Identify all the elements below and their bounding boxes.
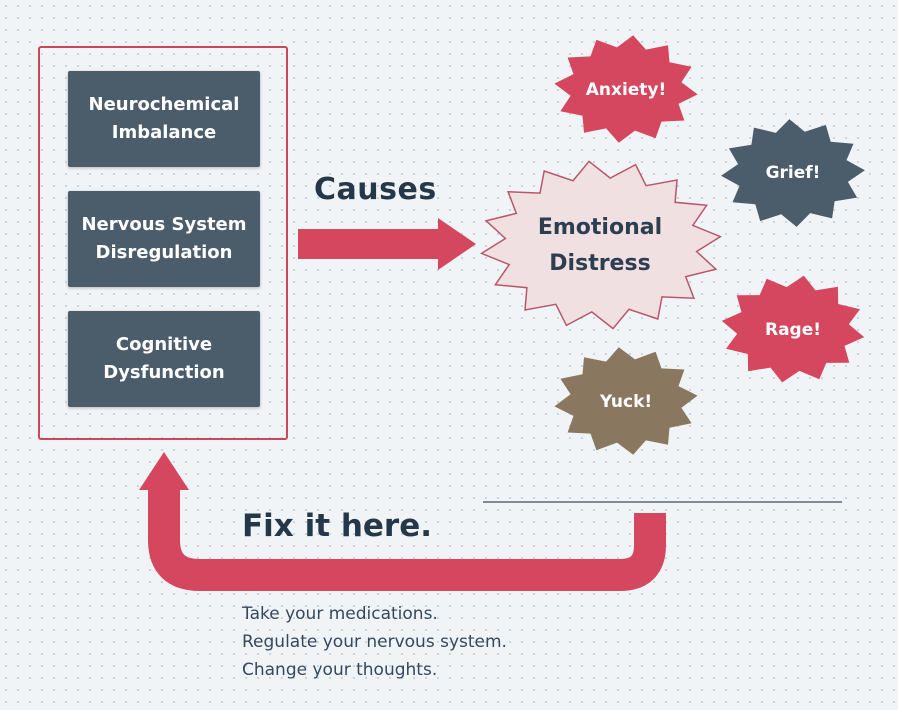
cause-line: Imbalance [111, 122, 217, 143]
cause-line: Nervous System [81, 214, 247, 235]
fix-steps-list: Take your medications. Regulate your ner… [242, 600, 507, 684]
fix-step: Take your medications. [242, 604, 438, 624]
distress-line: Distress [549, 251, 651, 276]
emotional-distress-label: Emotional Distress [520, 206, 680, 286]
anxiety-burst [554, 35, 698, 143]
rage-burst [721, 275, 865, 383]
cause-line: Disregulation [95, 242, 233, 263]
causes-arrow [298, 218, 476, 270]
grief-label: Grief! [765, 163, 821, 183]
cause-line: Neurochemical [88, 94, 240, 115]
fix-step: Regulate your nervous system. [242, 632, 507, 652]
rage-label: Rage! [764, 320, 821, 340]
anxiety-label: Anxiety! [585, 80, 667, 100]
fix-title: Fix it here. [242, 508, 433, 544]
yuck-burst [554, 347, 698, 455]
grief-burst [721, 119, 865, 227]
causes-frame [38, 46, 288, 440]
divider-line [483, 501, 842, 503]
fix-step: Change your thoughts. [242, 660, 438, 680]
yuck-label: Yuck! [599, 392, 653, 412]
cause-line: Dysfunction [103, 362, 225, 383]
causes-label: Causes [314, 172, 437, 207]
distress-line: Emotional [537, 215, 663, 240]
fix-loop-arrow [139, 452, 666, 591]
cause-line: Cognitive [115, 334, 213, 355]
emotional-distress-burst [479, 160, 723, 330]
